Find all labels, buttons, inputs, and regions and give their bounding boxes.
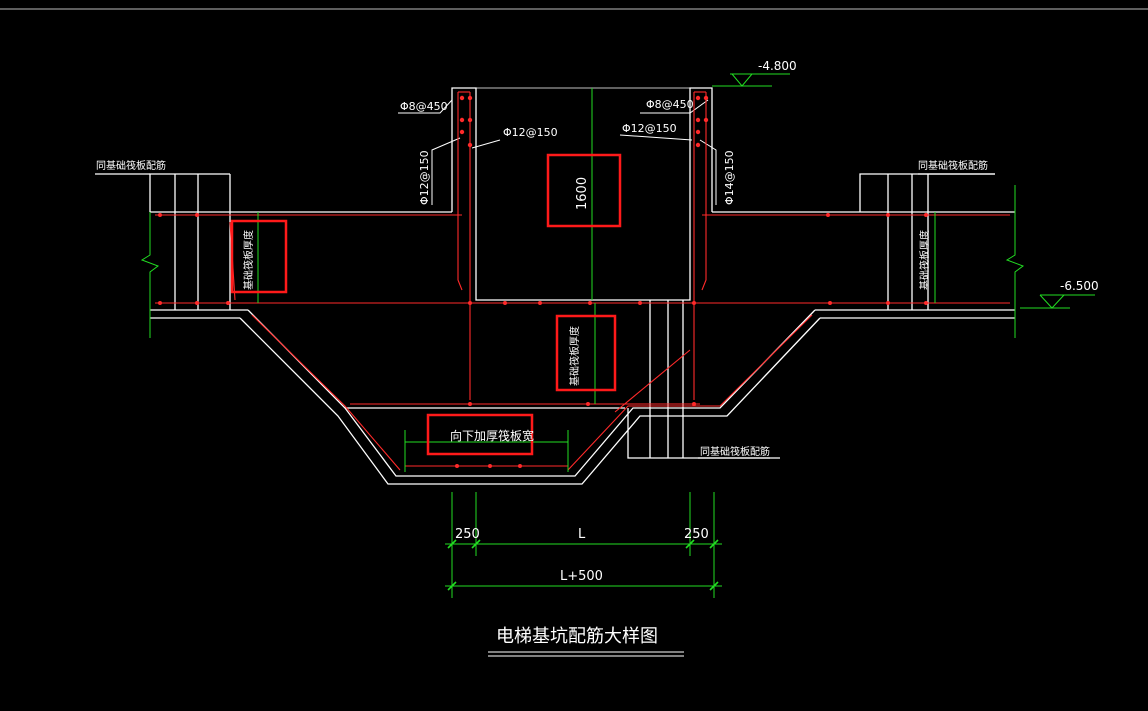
- rebar-dot: [538, 301, 542, 305]
- rebar-dot: [468, 301, 472, 305]
- rebar-dot: [488, 464, 492, 468]
- elevation-bottom-label: -6.500: [1060, 279, 1099, 293]
- pit-wall-outline: [451, 87, 713, 301]
- rebar-label-vertical-right: Φ14@150: [723, 150, 736, 205]
- rebar-dot: [459, 95, 465, 101]
- rebar-slope-right: [567, 314, 813, 471]
- rebar-dot: [695, 117, 701, 123]
- foundation-inner-outline: [247, 309, 816, 477]
- leader-top-right: [640, 99, 709, 114]
- break-line-left: [140, 212, 160, 338]
- rebar-dot: [455, 464, 459, 468]
- dim-tick: [709, 581, 719, 591]
- rebar-dot: [828, 301, 832, 305]
- rebar-dot: [459, 129, 465, 135]
- rebar-slope-left: [251, 314, 401, 471]
- leader-vertical-left: [431, 137, 461, 205]
- rebar-dot: [924, 301, 928, 305]
- rebar-dot: [195, 213, 199, 217]
- rebar-label-top-right: Φ8@450: [646, 98, 694, 111]
- raft-thickness-right-label: 基础筏板厚度: [918, 230, 931, 290]
- note-bottom-right: 同基础筏板配筋: [700, 445, 770, 458]
- rebar-label-vertical-left: Φ12@150: [418, 150, 431, 205]
- rebar-dot: [467, 142, 473, 148]
- rebar-dot: [158, 301, 162, 305]
- leader-top-left: [398, 99, 453, 114]
- highlight-pit-depth: [546, 153, 622, 228]
- rebar-dot: [586, 402, 590, 406]
- rebar-dot: [692, 301, 696, 305]
- dimension-lines: [140, 73, 1095, 598]
- rebar-dot: [886, 213, 890, 217]
- rebar-dot: [459, 117, 465, 123]
- dim-tick: [471, 539, 481, 549]
- rebar-dot: [692, 402, 696, 406]
- leader-vertical-right: [699, 139, 717, 205]
- drawing-title: 电梯基坑配筋大样图: [496, 626, 658, 647]
- dim-left-offset-label: 250: [455, 527, 480, 542]
- rebar-dot: [588, 301, 592, 305]
- rebar-dot: [468, 402, 472, 406]
- rebar-dot: [195, 301, 199, 305]
- dim-tick: [685, 539, 695, 549]
- leader-mid-left: [471, 139, 501, 149]
- dim-right-offset-label: 250: [684, 527, 709, 542]
- rebar-dot: [703, 95, 709, 101]
- highlight-boxes: [230, 153, 622, 456]
- pit-depth-label: 1600: [575, 177, 590, 210]
- title-underline: [488, 651, 684, 657]
- dim-span-label: L: [578, 527, 586, 542]
- rebar-dot: [503, 301, 507, 305]
- rebar-label-mid-right: Φ12@150: [622, 122, 677, 135]
- dim-tick: [447, 539, 457, 549]
- elevation-top-label: -4.800: [758, 59, 797, 73]
- rebar-label-mid-left: Φ12@150: [503, 126, 558, 139]
- rebar-dots: [158, 95, 928, 468]
- foundation-outer-outline: [239, 317, 821, 485]
- rebar-diagonal: [614, 349, 691, 413]
- dim-tick: [709, 539, 719, 549]
- rebar-dot: [695, 142, 701, 148]
- leader-mid-right: [619, 134, 693, 141]
- rebar-dot: [695, 129, 701, 135]
- rebar-wall-left-outer: [457, 92, 463, 291]
- rebar-dot: [226, 301, 230, 305]
- raft-thickness-left-label: 基础筏板厚度: [242, 230, 255, 290]
- rebar-dot: [638, 301, 642, 305]
- rebar-dot: [467, 117, 473, 123]
- raft-thickness-center-label: 基础筏板厚度: [568, 326, 581, 386]
- rebar-label-top-left: Φ8@450: [400, 100, 448, 113]
- thicken-width-label: 向下加厚筏板宽: [450, 428, 534, 443]
- dim-tick: [447, 581, 457, 591]
- dimension-ticks: [447, 539, 719, 591]
- highlight-left-thickness: [230, 219, 288, 294]
- rebar-dot: [518, 464, 522, 468]
- highlight-center-thickness: [555, 314, 617, 392]
- drawing-text: -4.800 -6.500 Φ8@450 Φ8@450 Φ12@150 Φ12@…: [96, 59, 1099, 647]
- rebar-dot: [467, 95, 473, 101]
- rebar-dot: [924, 213, 928, 217]
- note-left-top: 同基础筏板配筋: [96, 159, 166, 172]
- rebar-dot: [695, 95, 701, 101]
- rebar-dot: [158, 213, 162, 217]
- rebar-dot: [703, 117, 709, 123]
- highlight-thicken-width: [426, 413, 534, 456]
- rebar-dot: [826, 213, 830, 217]
- rebar-wall-right-outer: [701, 92, 707, 291]
- rebar-dot: [886, 301, 890, 305]
- concrete-outline: [95, 87, 1015, 485]
- dim-total-label: L+500: [560, 569, 603, 584]
- note-right-top: 同基础筏板配筋: [918, 159, 988, 172]
- break-line-right: [1005, 185, 1025, 338]
